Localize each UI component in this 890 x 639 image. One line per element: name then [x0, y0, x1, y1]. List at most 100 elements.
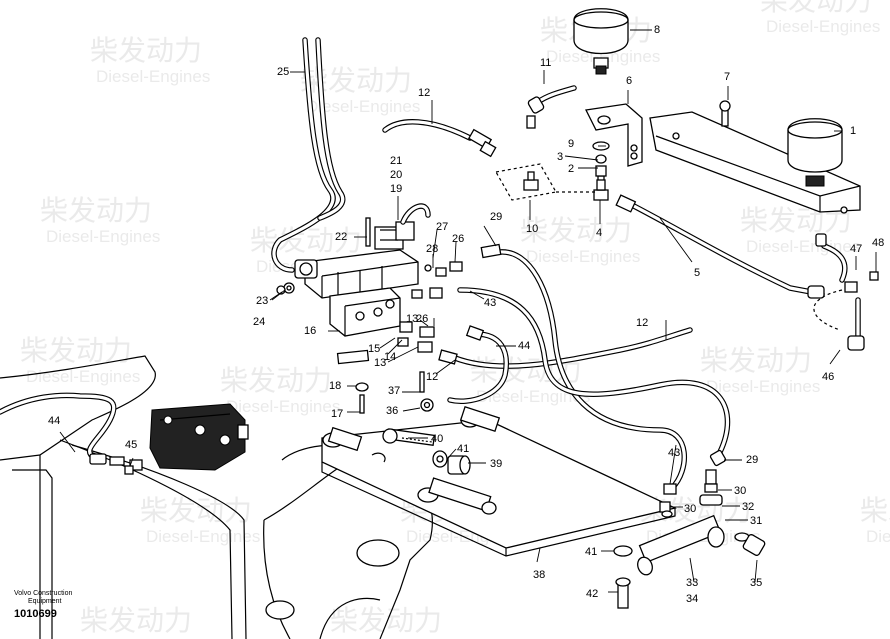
callout-label-40: 40 [431, 433, 443, 445]
callout-label-32: 32 [742, 501, 754, 513]
callout-label-43: 43 [484, 297, 496, 309]
company-name-line1: Volvo Construction [14, 590, 73, 597]
watermark-brand: 柴发动力 [80, 605, 192, 636]
callout-label-12: 12 [418, 87, 430, 99]
callout-label-29: 29 [490, 211, 502, 223]
callout-label-29: 29 [746, 454, 758, 466]
callout-label-35: 35 [750, 577, 762, 589]
callout-label-12: 12 [426, 371, 438, 383]
callout-label-12: 12 [636, 317, 648, 329]
watermark-brand: 柴发动力 [220, 365, 332, 396]
callout-label-25: 25 [277, 66, 289, 78]
callout-label-30: 30 [684, 503, 696, 515]
callout-label-3: 3 [557, 151, 563, 163]
solenoid-valve-block [276, 203, 431, 414]
watermark-brand: 柴发动力 [760, 0, 872, 16]
callout-label-9: 9 [568, 138, 574, 150]
hydraulic-cylinder [613, 483, 766, 609]
callout-leaders [59, 29, 877, 593]
watermark-sub: Diesel-Engines [46, 227, 160, 246]
callout-label-6: 6 [626, 75, 632, 87]
watermark-brand: 柴发动力 [330, 605, 442, 636]
callout-label-7: 7 [724, 71, 730, 83]
callout-label-46: 46 [822, 371, 834, 383]
watermark-sub: Diesel-Engines [746, 237, 860, 256]
watermark-brand: 柴发动力 [300, 65, 412, 96]
callout-label-30: 30 [734, 485, 746, 497]
callout-label-36: 36 [386, 405, 398, 417]
drawing-footer: Volvo Construction Equipment 1010699 [14, 590, 72, 620]
callout-label-20: 20 [390, 169, 402, 181]
callout-label-1: 1 [850, 125, 856, 137]
control-valve [129, 403, 249, 471]
watermark-brand: 柴发动力 [700, 345, 812, 376]
callout-label-5: 5 [694, 267, 700, 279]
watermark-sub: Diesel-Engines [86, 637, 200, 639]
callout-label-31: 31 [750, 515, 762, 527]
callout-label-21: 21 [390, 155, 402, 167]
callout-label-43: 43 [668, 447, 680, 459]
watermark-sub: Diesel-Engines [866, 527, 890, 546]
watermark-sub: Diesel-Engines [476, 387, 590, 406]
valve-fittings [397, 261, 463, 353]
callout-label-14: 14 [384, 351, 396, 363]
watermark-sub: Diesel-Engines [546, 47, 660, 66]
drawing-number: 1010699 [14, 608, 57, 620]
accumulator-right [649, 100, 861, 214]
callout-label-10: 10 [526, 223, 538, 235]
callout-label-41: 41 [585, 546, 597, 558]
hose-fittings [89, 96, 879, 513]
callout-label-2: 2 [568, 163, 574, 175]
callout-label-44: 44 [518, 340, 530, 352]
watermark-brand: 柴发动力 [20, 335, 132, 366]
watermark-brand: 柴发动力 [90, 35, 202, 66]
callout-label-34: 34 [686, 593, 698, 605]
callout-label-38: 38 [533, 569, 545, 581]
callout-label-44: 44 [48, 415, 60, 427]
callout-label-26: 26 [452, 233, 464, 245]
watermark-brand: 柴发动力 [250, 225, 362, 256]
callout-label-11: 11 [540, 57, 551, 69]
callout-label-24: 24 [253, 316, 265, 328]
callout-label-26: 26 [416, 313, 428, 325]
watermark-brand: 柴发动力 [860, 495, 890, 526]
watermark-sub: Diesel-Engines [146, 527, 260, 546]
watermark-brand: 柴发动力 [520, 215, 632, 246]
company-name-line2: Equipment [28, 598, 62, 605]
callout-label-33: 33 [686, 577, 698, 589]
callout-label-19: 19 [390, 183, 402, 195]
callout-label-16: 16 [304, 325, 316, 337]
watermark-brand: 柴发动力 [40, 195, 152, 226]
watermark-sub: Diesel-Engines [526, 247, 640, 266]
tee-fittings [495, 163, 609, 201]
callout-label-48: 48 [872, 237, 884, 249]
callout-label-28: 28 [426, 243, 438, 255]
callout-label-22: 22 [335, 231, 347, 243]
callout-label-13: 13 [374, 357, 386, 369]
callout-label-41: 41 [457, 443, 469, 455]
callout-label-15: 15 [368, 343, 380, 355]
callout-label-37: 37 [388, 385, 400, 397]
watermark-sub: Diesel-Engines [766, 17, 880, 36]
callout-label-23: 23 [256, 295, 268, 307]
callout-label-42: 42 [586, 588, 598, 600]
accumulator-upper [573, 8, 643, 191]
watermark-sub: Diesel-Engines [336, 637, 450, 639]
watermark-sub: Diesel-Engines [26, 367, 140, 386]
mounting-plate [321, 405, 677, 557]
callout-label-13: 13 [406, 313, 418, 325]
watermark-sub: Diesel-Engines [226, 397, 340, 416]
callout-label-4: 4 [596, 227, 602, 239]
callout-label-8: 8 [654, 24, 660, 36]
watermark-sub: Diesel-Engines [306, 97, 420, 116]
watermark-sub: Diesel-Engines [96, 67, 210, 86]
callout-label-45: 45 [125, 439, 137, 451]
callout-label-27: 27 [436, 221, 448, 233]
callout-label-39: 39 [490, 458, 502, 470]
callout-label-18: 18 [329, 380, 341, 392]
callout-label-17: 17 [331, 408, 343, 420]
watermark-sub: Diesel-Engines [706, 377, 820, 396]
callout-label-47: 47 [850, 243, 862, 255]
